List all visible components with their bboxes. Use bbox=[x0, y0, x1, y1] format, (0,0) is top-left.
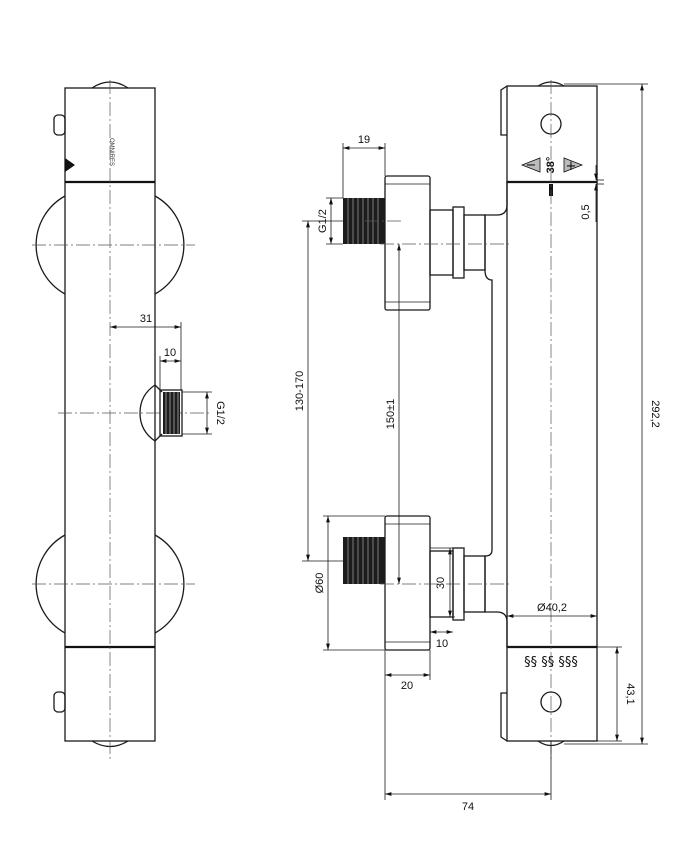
wall-bracket-profile bbox=[484, 182, 508, 647]
dim-2922-text: 292,2 bbox=[649, 400, 661, 428]
dim-150-text: 150±1 bbox=[385, 399, 397, 430]
front-top-cap-lip bbox=[500, 85, 508, 136]
dim-05-text: 0,5 bbox=[580, 204, 592, 219]
side-rear-circle-bottom-right bbox=[154, 534, 185, 634]
side-indicator-triangle bbox=[65, 158, 75, 172]
front-view: − + 38° §§ §§ §§§ bbox=[294, 80, 661, 813]
front-bottom-cap bbox=[506, 646, 598, 742]
side-view: OMNIRES 31 10 G1/2 bbox=[32, 80, 226, 760]
dim-g12-side-text: G1/2 bbox=[214, 401, 226, 425]
bottom-inlet-thread-lines bbox=[347, 537, 379, 584]
top-inlet-nut bbox=[452, 206, 465, 279]
dim-130-170-text: 130-170 bbox=[294, 371, 306, 411]
side-rear-circle-top-right bbox=[154, 195, 185, 295]
front-body bbox=[506, 181, 598, 648]
dim-60-text: Ø60 bbox=[314, 573, 326, 594]
dim-10-front-text: 10 bbox=[436, 638, 448, 650]
dim-30-text: 30 bbox=[435, 577, 447, 589]
dim-74-text: 74 bbox=[462, 801, 474, 813]
side-outlet-edge-bottom bbox=[154, 433, 163, 442]
minus-arrow-icon bbox=[520, 157, 541, 173]
side-outlet-edge-top bbox=[154, 384, 163, 393]
bottom-inlet-rosette bbox=[384, 515, 431, 651]
dim-431-text: 43,1 bbox=[624, 683, 636, 704]
top-inlet-neck bbox=[463, 214, 486, 271]
temp-plus-label: + bbox=[566, 159, 577, 174]
side-logo-text: OMNIRES bbox=[108, 138, 114, 166]
dim-402-text: Ø40,2 bbox=[537, 602, 567, 614]
front-bottom-cap-lip bbox=[500, 692, 508, 742]
temp-minus-label: − bbox=[526, 158, 537, 173]
side-knob-top bbox=[53, 114, 66, 136]
side-outlet-collar bbox=[139, 384, 156, 442]
plus-arrow-icon bbox=[563, 157, 584, 173]
dim-10-side-text: 10 bbox=[164, 347, 176, 359]
top-inlet-rosette bbox=[384, 175, 431, 311]
dim-20-text: 20 bbox=[401, 680, 413, 692]
dim-31-text: 31 bbox=[140, 313, 152, 325]
side-knob-bottom bbox=[53, 691, 66, 713]
side-outlet-thread-outline bbox=[159, 389, 183, 437]
top-inlet-flange bbox=[429, 209, 454, 276]
bottom-inlet-thread bbox=[343, 537, 385, 584]
dim-19-text: 19 bbox=[358, 134, 370, 146]
side-outlet-thread bbox=[163, 392, 180, 434]
side-outlet-thread-lines bbox=[165, 392, 179, 434]
